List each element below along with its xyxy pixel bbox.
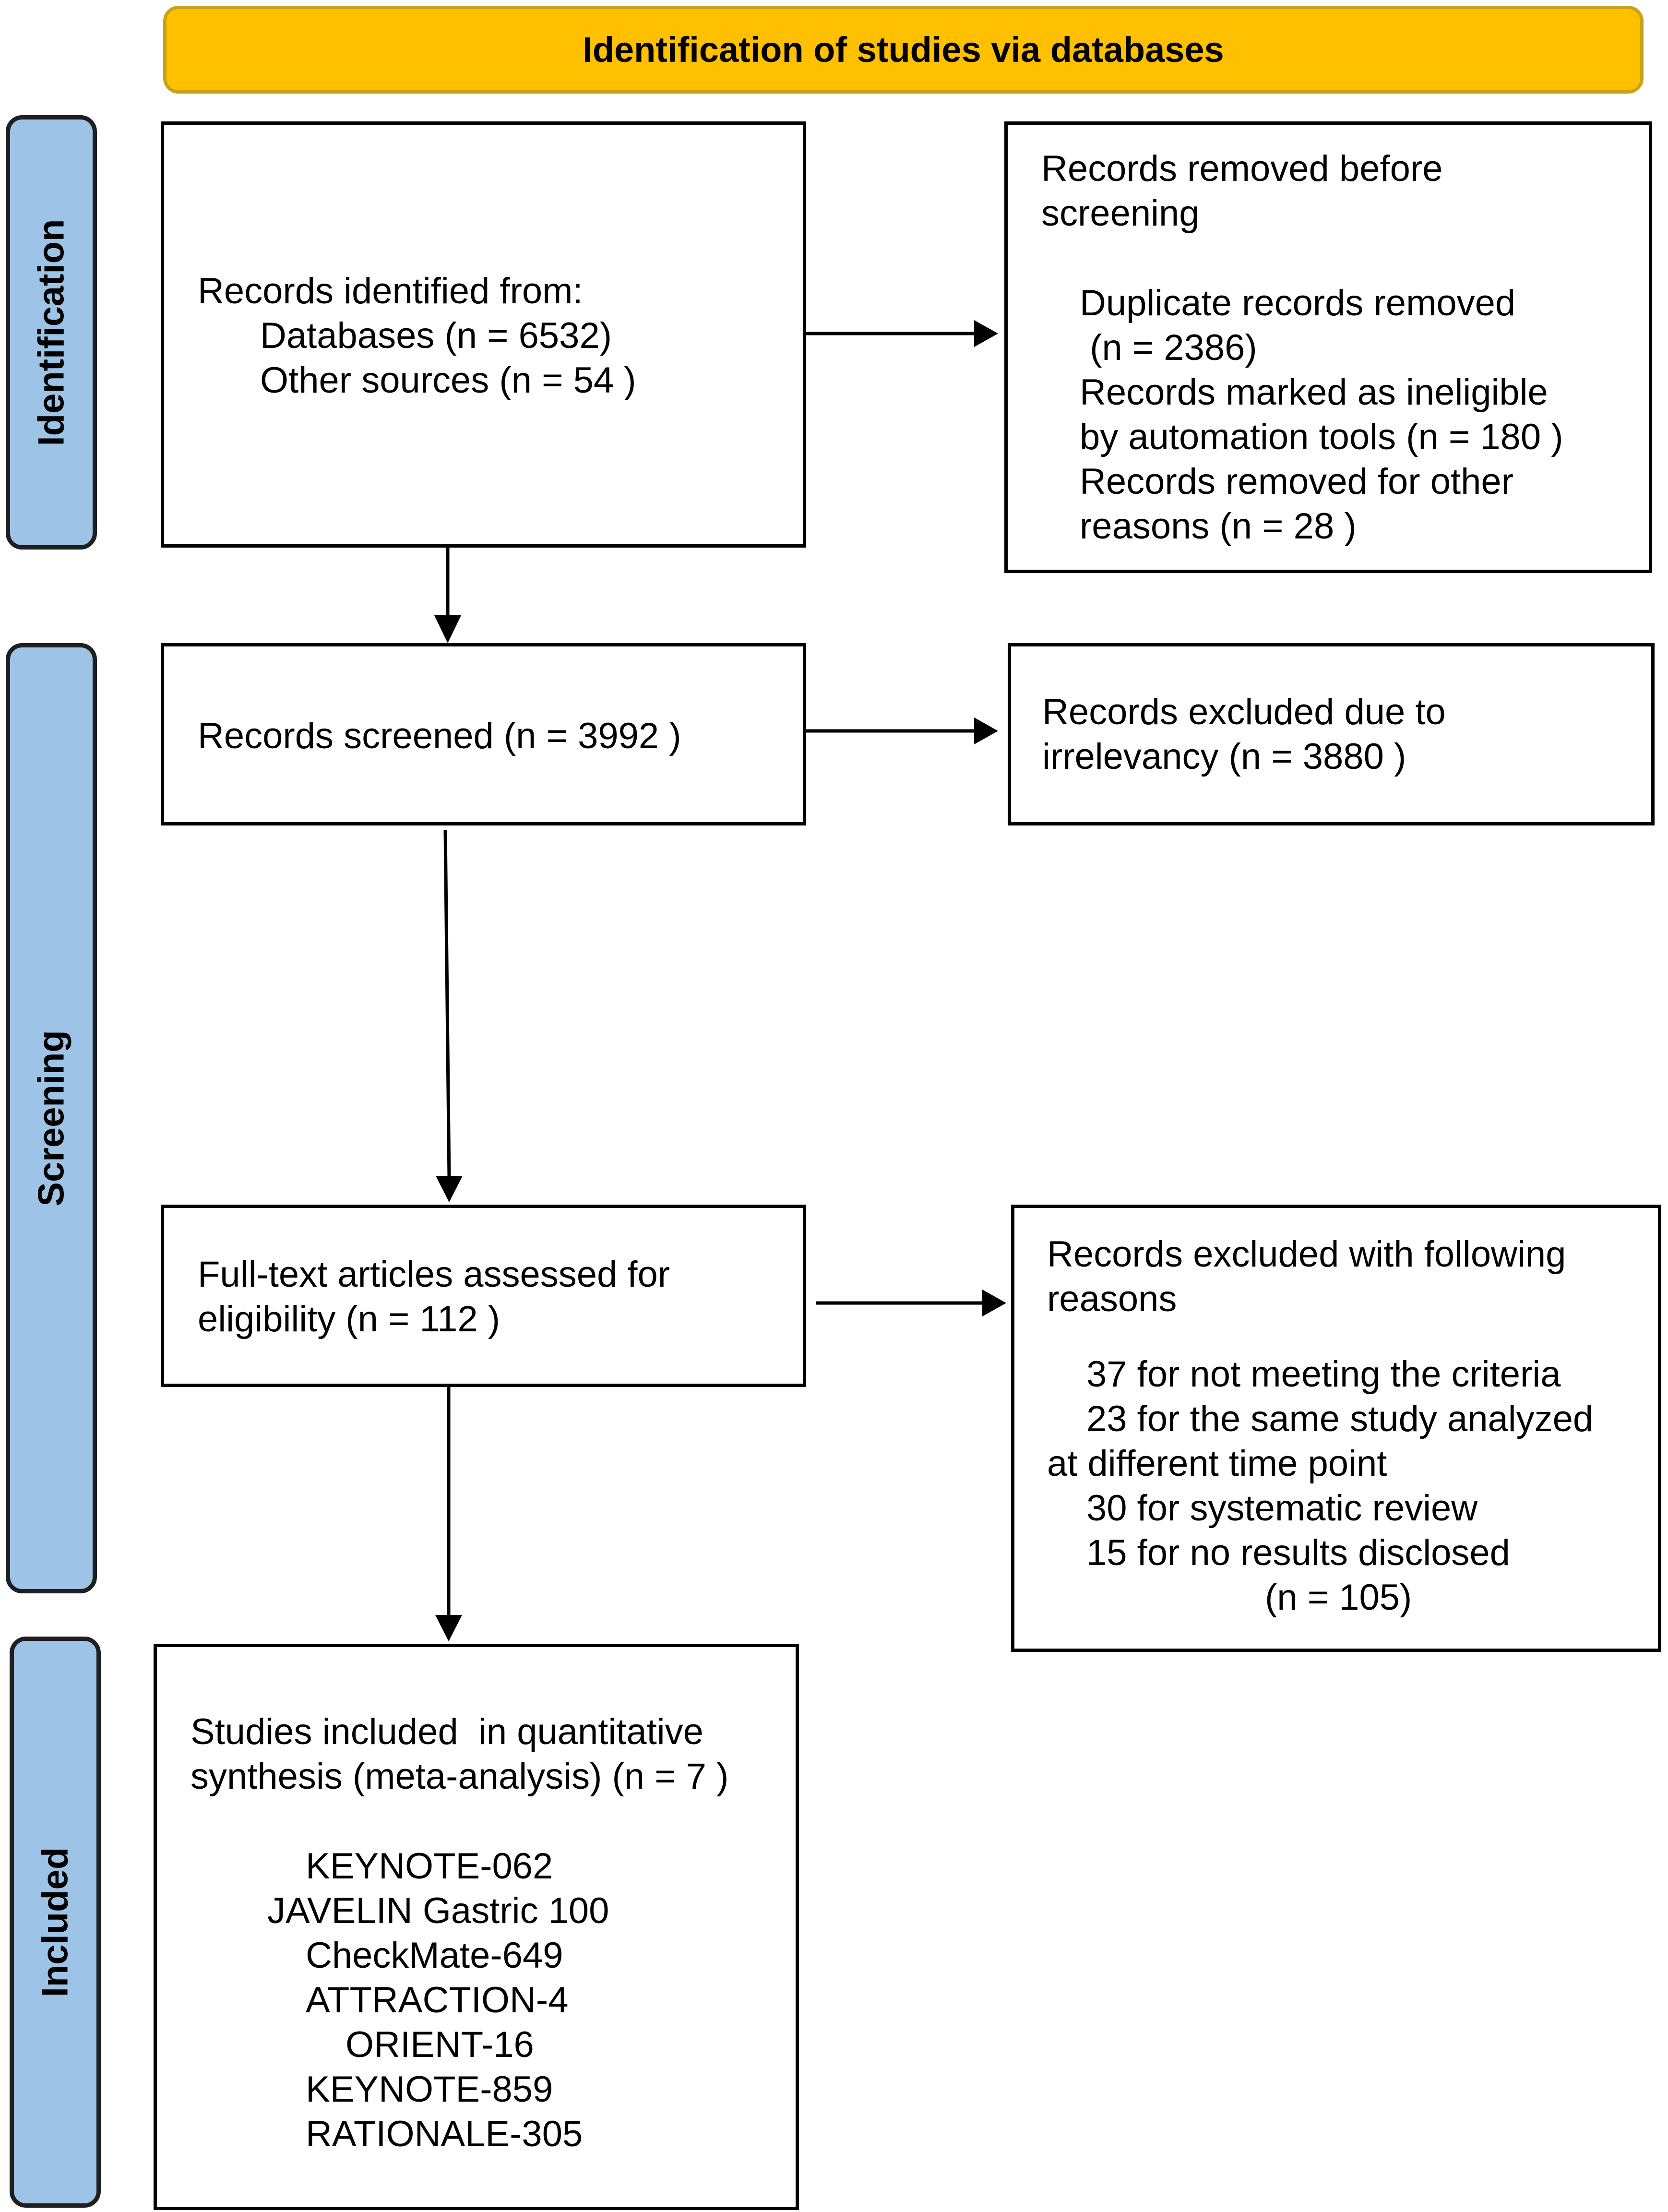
- studies-included-box: Studies included in quantitative synthes…: [154, 1644, 799, 2210]
- studies-included-heading-2: synthesis (meta-analysis) (n = 7 ): [191, 1756, 729, 1797]
- records-removed-heading-2: screening: [1041, 193, 1200, 234]
- phase-identification: Identification: [6, 115, 97, 550]
- records-identified-databases: Databases (n = 6532): [260, 315, 612, 356]
- records-excluded-reasons-line-2: 23 for the same study analyzed: [1086, 1399, 1594, 1439]
- study-item: JAVELIN Gastric 100: [267, 1890, 609, 1931]
- records-removed-heading-1: Records removed before: [1041, 148, 1443, 189]
- header-title: Identification of studies via databases: [583, 30, 1224, 70]
- records-excluded-reasons-line-1: 37 for not meeting the criteria: [1086, 1354, 1561, 1395]
- records-excluded-reasons-line-5: 15 for no results disclosed: [1086, 1532, 1510, 1573]
- flow-header: Identification of studies via databases: [163, 6, 1644, 94]
- records-removed-line-4: by automation tools (n = 180 ): [1080, 417, 1563, 457]
- records-removed-line-5: Records removed for other: [1080, 461, 1513, 502]
- records-excluded-reasons-line-4: 30 for systematic review: [1086, 1488, 1478, 1529]
- study-item: CheckMate-649: [306, 1935, 563, 1976]
- arrowhead: [435, 1615, 462, 1641]
- study-item: KEYNOTE-062: [306, 1846, 553, 1887]
- fulltext-assessed-line-2: eligibility (n = 112 ): [198, 1299, 500, 1339]
- records-excluded-irrelevancy-line-1: Records excluded due to: [1042, 692, 1446, 732]
- fulltext-assessed-line-1: Full-text articles assessed for: [198, 1254, 670, 1295]
- records-excluded-reasons-box: Records excluded with following reasons …: [1011, 1205, 1661, 1652]
- records-identified-heading: Records identified from:: [198, 271, 583, 311]
- arrowhead: [974, 320, 998, 347]
- records-removed-line-1: Duplicate records removed: [1080, 283, 1516, 323]
- arrowhead: [436, 1176, 463, 1202]
- records-removed-box: Records removed before screening Duplica…: [1004, 121, 1652, 573]
- arrowhead: [974, 717, 998, 744]
- records-excluded-reasons-line-6: (n = 105): [1265, 1577, 1412, 1618]
- records-excluded-reasons-heading-1: Records excluded with following: [1047, 1234, 1566, 1275]
- records-removed-line-3: Records marked as ineligible: [1080, 372, 1548, 413]
- study-item: ATTRACTION-4: [306, 1980, 569, 2021]
- arrowhead: [434, 615, 461, 643]
- records-screened-box: Records screened (n = 3992 ): [161, 643, 806, 825]
- records-removed-line-2: (n = 2386): [1080, 327, 1257, 368]
- study-item: RATIONALE-305: [306, 2114, 583, 2154]
- arrow-screened-to-fulltext: [443, 830, 451, 1179]
- phase-included: Included: [10, 1637, 101, 2208]
- studies-included-heading-1: Studies included in quantitative: [191, 1711, 703, 1752]
- arrowhead: [982, 1290, 1006, 1316]
- records-identified-box: Records identified from: Databases (n = …: [161, 121, 806, 548]
- records-excluded-reasons-heading-2: reasons: [1047, 1279, 1177, 1319]
- phase-screening: Screening: [6, 643, 97, 1593]
- records-excluded-irrelevancy-line-2: irrelevancy (n = 3880 ): [1042, 736, 1406, 777]
- study-item: ORIENT-16: [346, 2024, 534, 2065]
- records-identified-other: Other sources (n = 54 ): [260, 360, 636, 401]
- records-removed-line-6: reasons (n = 28 ): [1080, 506, 1357, 547]
- study-item: KEYNOTE-859: [306, 2069, 553, 2110]
- records-excluded-reasons-line-3: at different time point: [1047, 1443, 1387, 1484]
- records-screened-text: Records screened (n = 3992 ): [198, 716, 681, 756]
- records-excluded-irrelevancy-box: Records excluded due to irrelevancy (n =…: [1008, 643, 1655, 825]
- fulltext-assessed-box: Full-text articles assessed for eligibil…: [161, 1205, 806, 1387]
